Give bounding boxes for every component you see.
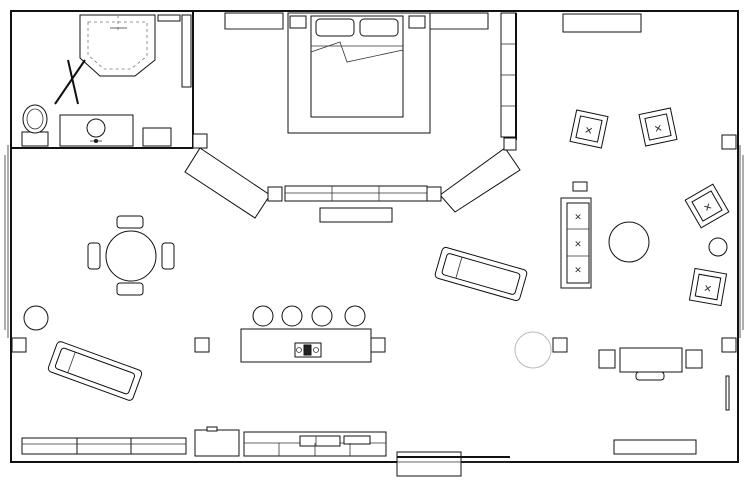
window-bench[interactable] [284,185,428,202]
cushion-mark: ✕ [653,123,663,136]
column-right-upper [721,134,737,150]
removed-mark-b [67,59,79,105]
nightstand-left[interactable] [289,15,307,29]
column-bay-right [426,186,442,202]
desk-chair-left[interactable] [598,349,616,369]
armchair-1[interactable]: ✕ [569,109,609,149]
low-cabinet-right[interactable] [613,439,697,455]
removed-mark-a [54,59,86,105]
toilet-seat [26,108,44,130]
column-bedroom-left [192,133,208,149]
svg-text:✕: ✕ [574,266,582,276]
column-left [11,337,27,353]
burner-icon [313,347,319,353]
faucet-knob-icon [94,139,98,143]
bar-stool-2[interactable] [281,305,303,327]
coffee-table[interactable] [608,221,650,263]
dining-chair-right[interactable] [161,242,175,270]
entrance-step[interactable] [396,451,462,477]
living-area: ✕ ✕ ✕ ✕ ✕ ✕ ✕ [434,13,737,455]
bay-window-seat-right[interactable] [439,147,521,213]
outer-wall [10,10,739,463]
bay-window-seat-left[interactable] [184,147,271,219]
dining-table[interactable] [105,230,157,282]
column-center-right [552,337,568,353]
desk[interactable] [619,347,683,373]
dining-set[interactable] [87,215,175,296]
corner-shower[interactable] [79,14,156,77]
low-cabinet-1[interactable] [21,437,78,455]
column-bedroom-right [503,137,517,151]
armchair-2[interactable]: ✕ [638,107,678,147]
fridge-handle [206,426,218,432]
wall-radiator [725,375,730,411]
bar-stool-3[interactable] [311,305,333,327]
plant-pot [23,305,49,331]
armchair-4[interactable]: ✕ [688,267,728,307]
pillow-left [315,18,355,37]
exterior-walls [4,10,744,463]
column-hidden [572,181,588,192]
fridge[interactable] [194,429,240,457]
three-seat-sofa[interactable]: ✕ ✕ ✕ [560,197,592,289]
bar-stool-4[interactable] [344,305,366,327]
cushion-mark: ✕ [583,125,593,138]
bed-duvet-fold [310,41,404,63]
cushion-mark: ✕ [702,283,712,295]
dining-chair-bottom[interactable] [116,282,144,296]
armchair-3[interactable]: ✕ [684,183,730,229]
bathroom [21,14,192,147]
chaise-lounge-right[interactable] [434,246,528,302]
desk-chair-front[interactable] [635,371,665,381]
toilet-tank [21,131,49,147]
svg-text:✕: ✕ [574,213,582,223]
sink-basin[interactable] [86,118,106,138]
nightstand-right[interactable] [408,15,426,29]
bench-table[interactable] [319,207,393,223]
bar-stool-1[interactable] [252,305,274,327]
column-center [370,337,386,353]
low-cabinet-3[interactable] [130,437,187,455]
svg-text:✕: ✕ [574,240,582,250]
dining-kitchen [11,215,510,477]
bath-storage[interactable] [142,127,172,147]
kitchen-sink[interactable] [299,435,341,447]
chaise-lounge-left[interactable] [47,341,143,402]
cooktop-center-icon [303,344,312,356]
bath-cabinet[interactable] [181,14,192,88]
bath-shelf [157,14,181,22]
console-table-top[interactable] [562,13,642,33]
column-bay-left [267,186,283,202]
bedroom-dresser-right[interactable] [429,12,489,30]
round-ottoman[interactable] [514,331,552,369]
dining-chair-top[interactable] [116,215,144,229]
low-cabinet-2[interactable] [76,437,132,455]
burner-icon [296,347,302,353]
bedroom [184,12,521,223]
side-table[interactable] [708,237,728,257]
counter-appliance[interactable] [343,435,371,445]
dining-chair-left[interactable] [87,242,101,270]
column-right-lower [721,337,737,353]
desk-chair-right[interactable] [685,349,703,369]
column-center-left [194,337,210,353]
pillow-right [359,18,399,37]
bedroom-dresser-left[interactable] [224,12,284,30]
